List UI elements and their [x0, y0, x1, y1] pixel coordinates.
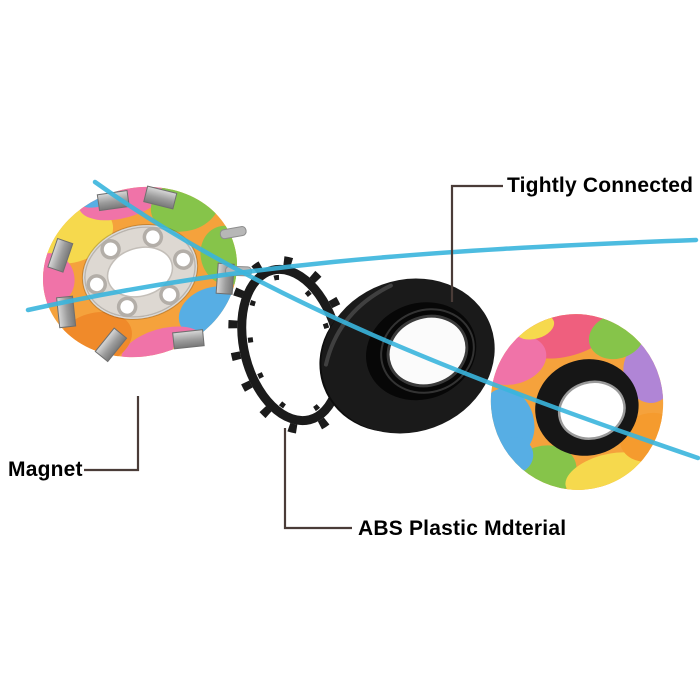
- black-ring-body: [319, 278, 495, 434]
- leader-line-abs-plastic: [283, 428, 352, 530]
- label-tightly-connected: Tightly Connected: [507, 174, 694, 197]
- assembled-colorful-ring: [479, 305, 680, 499]
- leader-line-tightly-connected: [450, 184, 503, 302]
- leader-line-magnet: [84, 396, 140, 472]
- label-abs-plastic-material: ABS Plastic Mdterial: [358, 517, 567, 540]
- motion-swoosh-lower: [92, 179, 700, 461]
- label-magnet: Magnet: [8, 458, 83, 481]
- motion-swoosh-upper: [25, 237, 699, 313]
